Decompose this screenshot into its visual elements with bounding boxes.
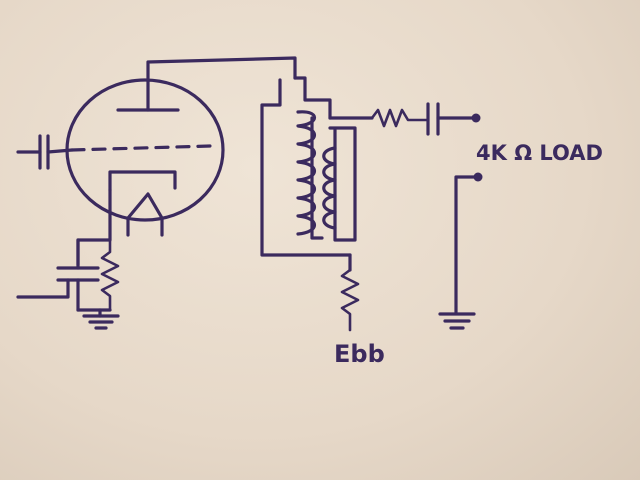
tube-grid — [70, 144, 212, 152]
transformer-primary-coil — [296, 110, 317, 236]
supply-resistor — [340, 268, 360, 332]
tube-cathode — [108, 170, 177, 192]
secondary-coil-frame — [328, 126, 357, 242]
grid-lead-wire — [46, 148, 74, 154]
cathode-bypass-capacitor — [56, 238, 100, 312]
load-label: 4K Ω LOAD — [476, 141, 603, 165]
cathode-resistor — [100, 238, 120, 312]
transformer-frame-left — [260, 78, 352, 257]
cathode-ground-symbol — [82, 308, 120, 330]
load-ground-symbol — [438, 312, 476, 330]
supply-label: Ebb — [334, 340, 385, 368]
input-lead-wire — [16, 278, 70, 299]
transformer-secondary-coil — [322, 146, 337, 230]
tube-heater — [126, 192, 164, 220]
grid-capacitor — [16, 134, 50, 170]
plate-lead-wire — [146, 56, 297, 112]
transformer-top-wire — [293, 76, 332, 120]
series-resistor — [370, 108, 430, 128]
output-terminal-top — [471, 113, 481, 123]
output-capacitor — [426, 102, 476, 136]
load-return-wire — [454, 175, 480, 314]
secondary-coil-left-bar — [310, 116, 324, 240]
